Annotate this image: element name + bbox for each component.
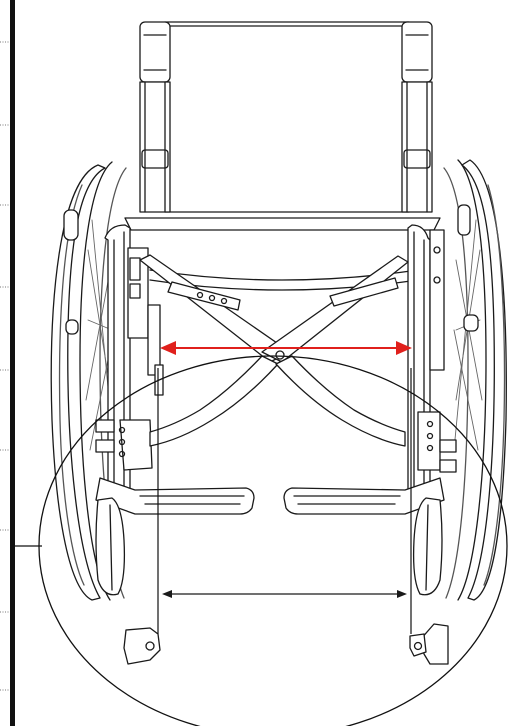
right-rear-wheel — [443, 159, 507, 601]
right-side-frame — [407, 224, 457, 501]
backrest — [139, 21, 433, 213]
left-margin-bar — [0, 0, 15, 726]
left-footrest — [95, 477, 255, 515]
left-caster-wheel — [95, 497, 126, 596]
right-footrest — [283, 477, 445, 515]
seat-width-arrow — [160, 341, 412, 355]
cross-brace — [139, 254, 409, 447]
dimension-guides — [157, 368, 412, 634]
left-caster-foot — [123, 627, 161, 665]
right-caster-foot — [409, 623, 449, 665]
right-caster-wheel — [412, 497, 443, 596]
detail-circle — [38, 355, 508, 726]
footrest-width-arrow — [162, 590, 407, 598]
left-side-frame — [95, 224, 164, 501]
